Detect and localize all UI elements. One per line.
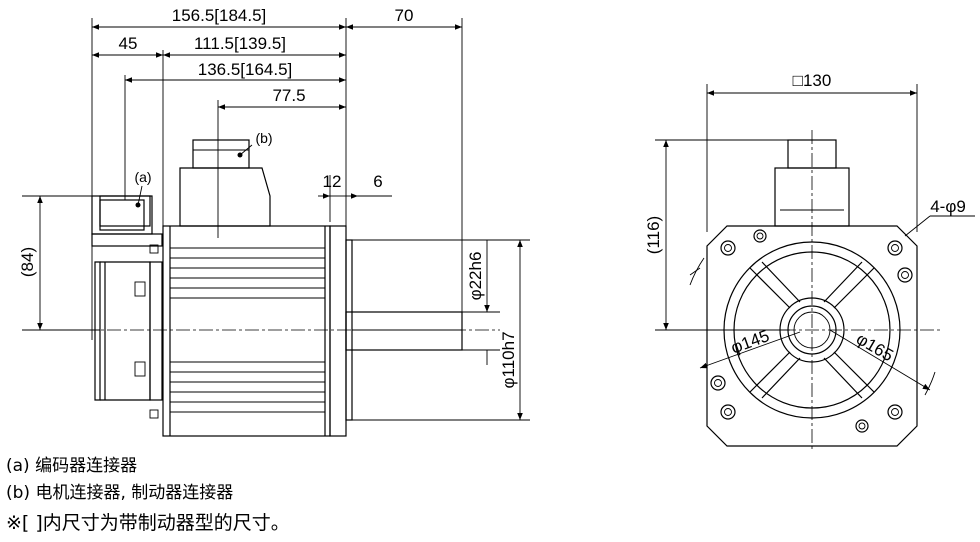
dim-77-5: 77.5 [272,86,305,105]
flange-ribs [749,261,875,399]
dim-84: (84) [18,247,37,277]
dim-spigot-diameter: φ110h7 [499,331,518,388]
cooling-fins-top [170,247,325,299]
dim-12: 12 [323,172,342,191]
dim-116: (116) [644,216,663,254]
dim-111-5: 111.5[139.5] [194,34,286,53]
motor-dimension-drawing: 156.5[184.5] 70 45 111.5[139.5] 136.5[16… [18,6,975,450]
dim-mounting-holes: 4-φ9 [930,197,966,216]
dim-45: 45 [119,34,138,53]
dim-136-5: 136.5[164.5] [198,60,293,79]
note-encoder-connector: (a) 编码器连接器 [6,456,138,476]
dim-shaft-length: 70 [395,6,414,25]
dim-pilot-circle: φ145 [728,326,772,357]
front-view: □130 (116) [644,71,975,450]
dim-flange-square: □130 [793,71,832,90]
note-brake-dimensions: ※[ ]内尺寸为带制动器型的尺寸。 [6,512,290,534]
dim-6: 6 [373,172,382,191]
dim-overall-length: 156.5[184.5] [172,6,267,25]
note-motor-brake-connector: (b) 电机连接器, 制动器连接器 [6,483,234,503]
cooling-fins-bottom [170,361,325,413]
callout-a: (a) [134,169,151,185]
dim-shaft-diameter: φ22h6 [466,252,485,301]
bolt-holes [710,229,913,433]
callout-b: (b) [255,130,272,146]
side-view: 156.5[184.5] 70 45 111.5[139.5] 136.5[16… [18,6,530,437]
